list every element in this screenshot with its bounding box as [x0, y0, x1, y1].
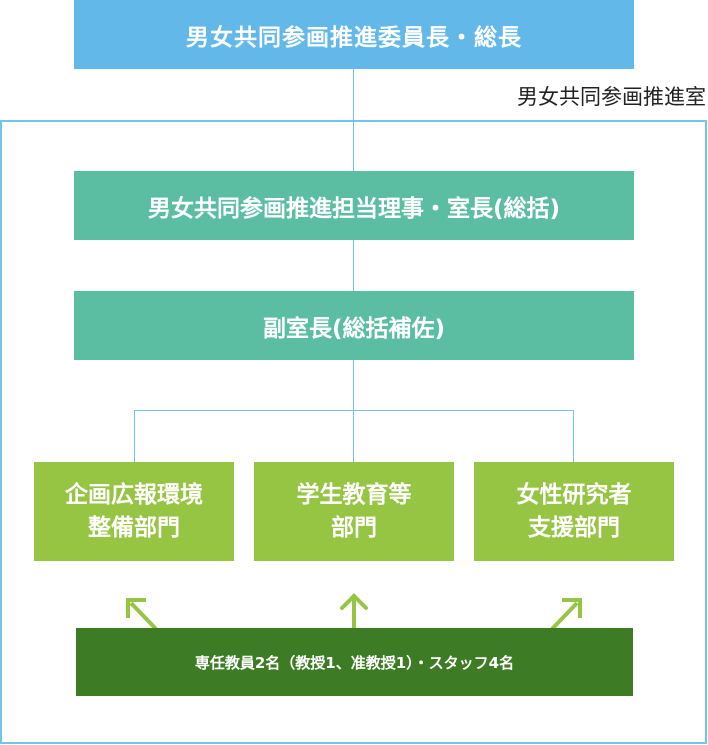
- arrow-up-left-icon: [122, 596, 162, 630]
- department-label-line2: 整備部門: [88, 514, 180, 541]
- deputy-director-box: 副室長(総括補佐): [74, 291, 634, 360]
- connector-director-to-deputy: [353, 240, 354, 291]
- department-planning-pr-box: 企画広報環境 整備部門: [34, 462, 234, 561]
- director-label: 男女共同参画推進担当理事・室長(総括): [147, 195, 561, 222]
- staff-label: 専任教員2名（教授1、准教授1）・スタッフ4名: [194, 653, 515, 672]
- staff-box: 専任教員2名（教授1、准教授1）・スタッフ4名: [76, 628, 633, 696]
- department-label-line1: 学生教育等: [296, 481, 412, 508]
- arrow-up-right-icon: [546, 596, 586, 630]
- department-label-line2: 支援部門: [528, 514, 620, 541]
- committee-chair-label: 男女共同参画推進委員長・総長: [186, 24, 522, 51]
- director-box: 男女共同参画推進担当理事・室長(総括): [74, 171, 634, 240]
- connector-department-branch: [134, 410, 574, 411]
- department-label-line1: 企画広報環境: [65, 481, 203, 508]
- committee-chair-box: 男女共同参画推進委員長・総長: [74, 0, 634, 69]
- deputy-director-label: 副室長(総括補佐): [262, 315, 446, 342]
- connector-branch-right: [573, 410, 574, 462]
- department-women-researcher-support-box: 女性研究者 支援部門: [474, 462, 674, 561]
- arrow-up-icon: [337, 591, 371, 629]
- department-student-education-box: 学生教育等 部門: [254, 462, 454, 561]
- department-label-line2: 部門: [331, 514, 377, 541]
- connector-branch-left: [134, 410, 135, 462]
- connector-top-to-director: [353, 69, 354, 171]
- connector-deputy-to-departments: [353, 360, 354, 462]
- office-label: 男女共同参画推進室: [517, 85, 706, 109]
- department-label-line1: 女性研究者: [516, 481, 632, 508]
